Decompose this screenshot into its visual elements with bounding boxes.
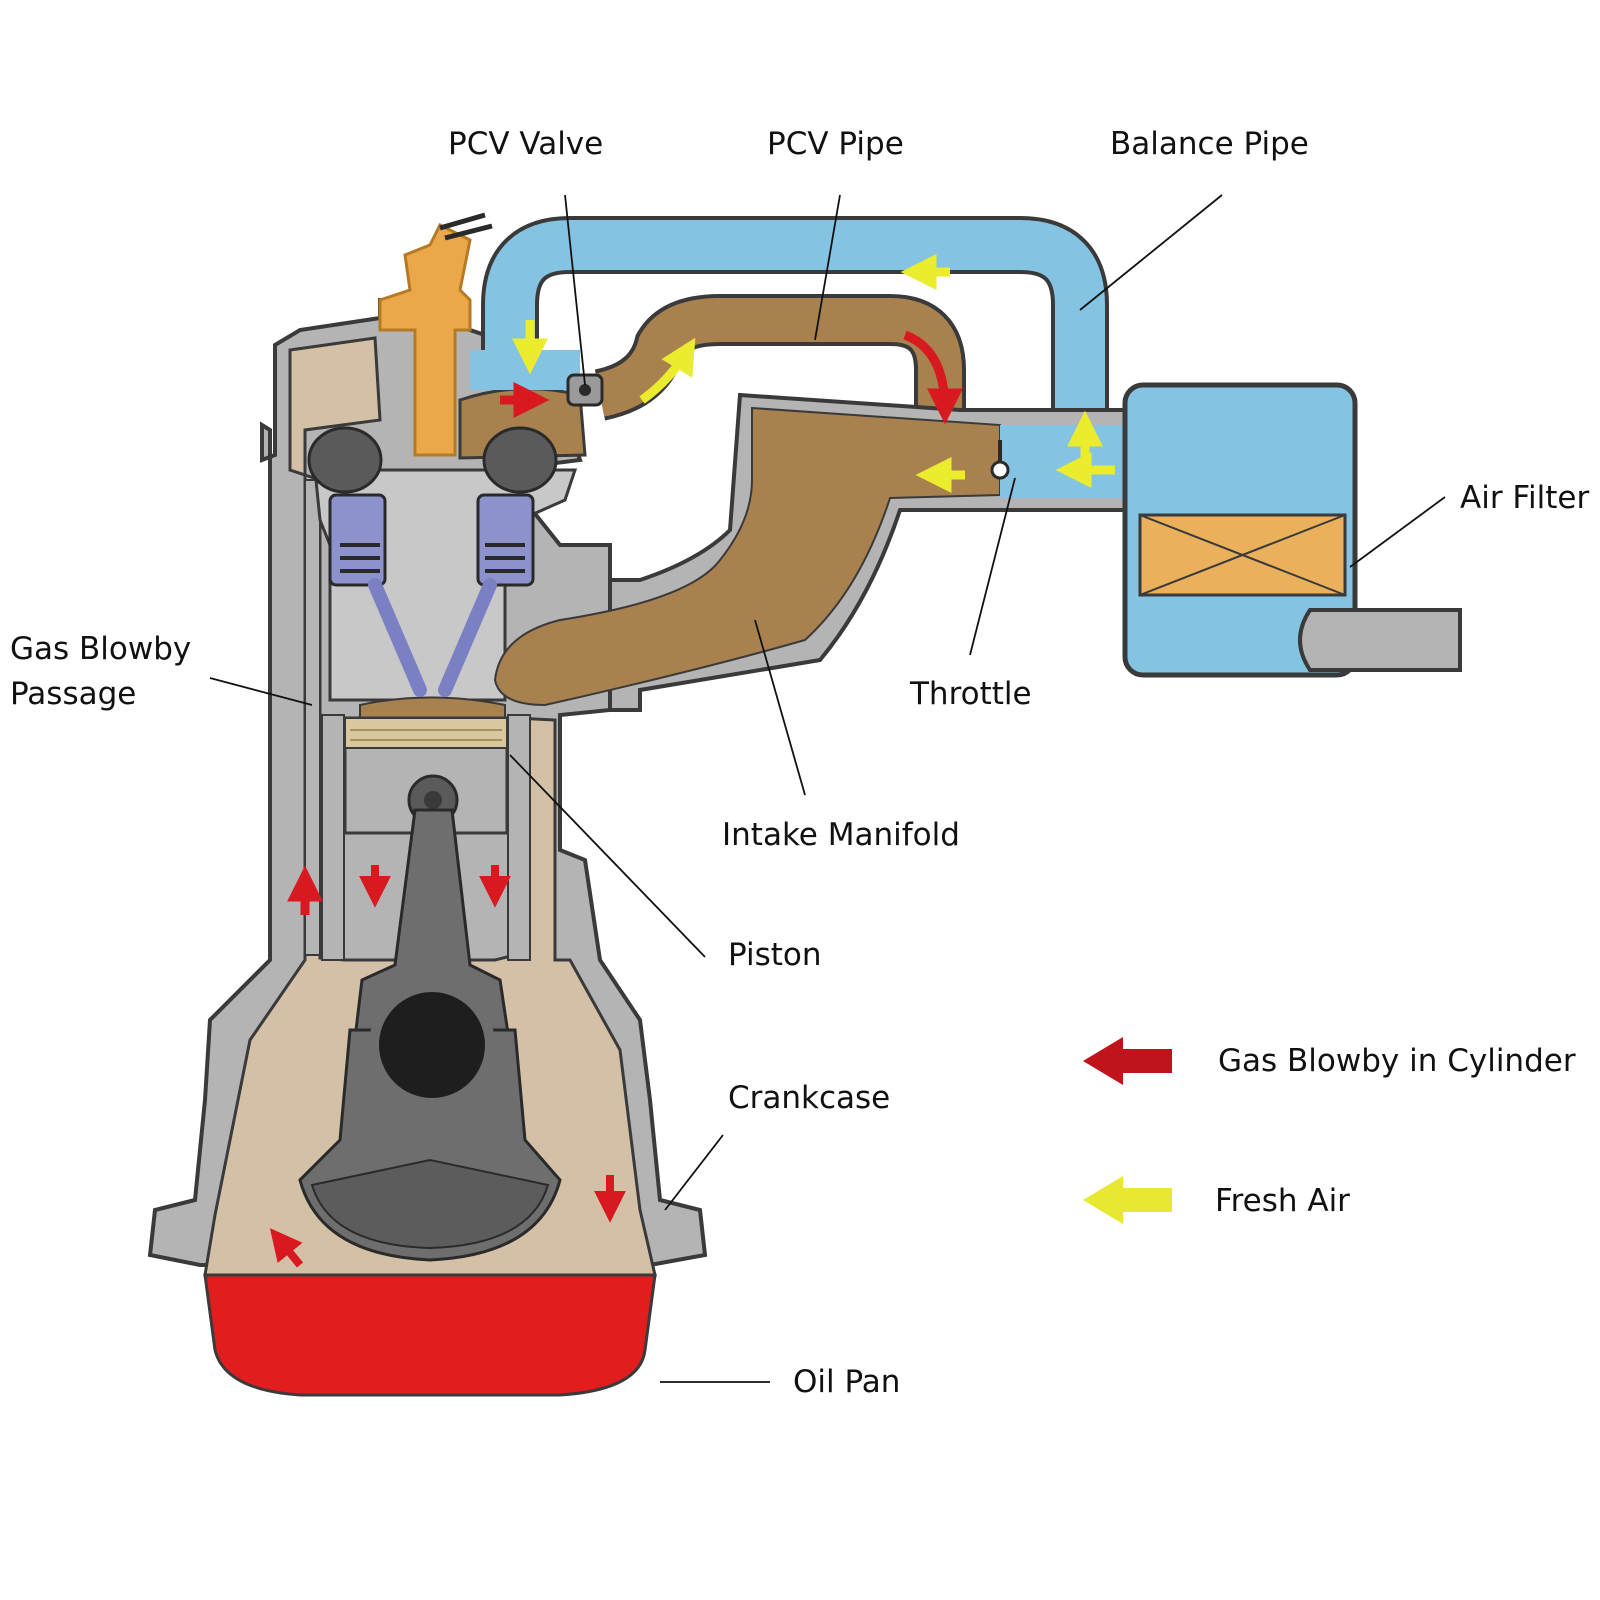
labels: PCV Valve PCV Pipe Balance Pipe Air Filt… (10, 126, 1589, 1400)
blowby-arrow-pcv-pipe (903, 330, 963, 425)
label-balance-pipe: Balance Pipe (1110, 126, 1309, 162)
legend-label-gas-blowby: Gas Blowby in Cylinder (1218, 1043, 1576, 1079)
leader-crankcase (664, 1134, 724, 1211)
label-gas-blowby-passage-line1: Gas Blowby (10, 631, 191, 667)
leader-balance-pipe (1079, 194, 1223, 311)
legend-label-fresh-air: Fresh Air (1215, 1183, 1350, 1219)
air-filter-housing (1122, 382, 1462, 678)
valve-coil-right (485, 543, 525, 573)
leader-pcv-pipe (814, 194, 841, 341)
air-inlet-tube (1298, 608, 1462, 672)
piston-crown (344, 717, 508, 749)
balance-pipe-fill (485, 220, 1105, 430)
leader-gas-blowby-passage (209, 677, 313, 706)
counterweight-lobe (310, 1158, 550, 1250)
label-pcv-valve: PCV Valve (448, 126, 603, 162)
yellow-arrow-icon (1083, 1176, 1172, 1224)
leader-air-filter (1349, 496, 1446, 568)
leader-lines (209, 194, 1446, 1383)
air-arrow-pcv-pipe (639, 337, 696, 404)
valve-spring-left (328, 493, 387, 587)
piston-rings (350, 729, 502, 741)
plug-wire (439, 212, 493, 241)
spark-plug (378, 222, 472, 457)
legend: Gas Blowby in Cylinder Fresh Air (1083, 1037, 1576, 1224)
leader-throttle (969, 477, 1016, 656)
leader-piston (509, 754, 706, 958)
cylinder-wall-right (507, 714, 531, 961)
camshaft-left (307, 426, 383, 494)
oil-pan (203, 1273, 657, 1397)
leader-pcv-valve (564, 194, 586, 386)
legend-item-gas-blowby: Gas Blowby in Cylinder (1083, 1037, 1576, 1085)
leader-intake-manifold (754, 619, 806, 796)
combustion-chamber (359, 696, 506, 721)
throttle-plate (990, 460, 1010, 480)
balance-pipe-head-inlet (470, 350, 580, 390)
valve-stem-left (368, 578, 427, 697)
intake-manifold-gas (493, 406, 1001, 707)
label-throttle: Throttle (909, 676, 1032, 712)
intake-air-section (1000, 425, 1125, 498)
label-pcv-pipe: PCV Pipe (767, 126, 904, 162)
label-air-filter: Air Filter (1460, 480, 1589, 516)
label-intake-manifold: Intake Manifold (722, 817, 960, 853)
blowby-arrow-crankcase-left (269, 1228, 304, 1268)
valve-stem-right (438, 578, 497, 697)
label-oil-pan: Oil Pan (793, 1364, 900, 1400)
pcv-valve (566, 373, 604, 407)
crank-journal (369, 982, 495, 1108)
camshaft-right (482, 426, 558, 494)
intake-manifold (493, 392, 1132, 712)
legend-item-fresh-air: Fresh Air (1083, 1176, 1350, 1224)
wrist-pin-center (424, 791, 442, 809)
flow-arrows (269, 254, 1115, 1268)
red-arrow-icon (1083, 1037, 1172, 1085)
label-piston: Piston (728, 937, 822, 973)
pcv-pipe-fill (594, 298, 962, 425)
valve-coil-left (340, 543, 380, 573)
valve-spring-right (476, 493, 535, 587)
label-crankcase: Crankcase (728, 1080, 890, 1116)
filter-element-cross (1139, 514, 1346, 596)
cylinder-wall-left (321, 714, 345, 961)
engine-block (147, 212, 708, 1397)
label-gas-blowby-passage-line2: Passage (10, 676, 136, 712)
pcv-pipe (594, 294, 966, 425)
